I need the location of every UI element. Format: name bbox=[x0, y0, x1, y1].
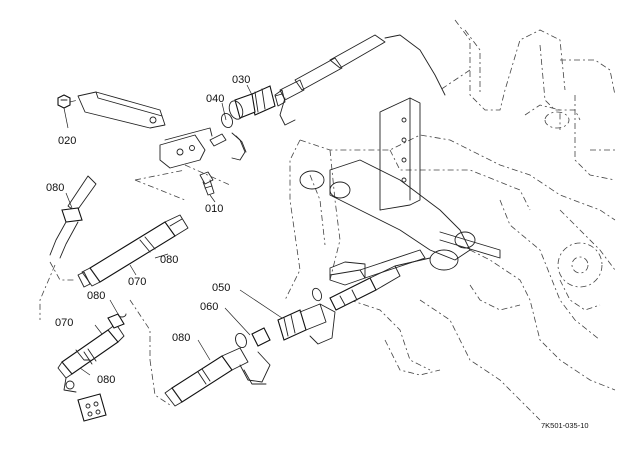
label-part-080-upper: 080 bbox=[46, 182, 64, 194]
label-part-040: 040 bbox=[206, 93, 224, 105]
clamp-080-upper bbox=[61, 207, 83, 223]
label-part-050: 050 bbox=[212, 282, 230, 294]
label-part-070-upper: 070 bbox=[128, 276, 146, 288]
label-part-080-middle: 080 bbox=[160, 254, 178, 266]
label-part-080-clip: 080 bbox=[87, 290, 105, 302]
tractor-frame bbox=[284, 19, 616, 421]
injector-upper bbox=[39, 175, 189, 320]
coupler-050 bbox=[277, 309, 307, 341]
bolt-010-head bbox=[199, 171, 214, 185]
top-hose-assembly bbox=[209, 34, 446, 161]
label-part-080-lower: 080 bbox=[172, 332, 190, 344]
mounting-plate bbox=[57, 91, 231, 201]
diagram-code: 7K501-035-10 bbox=[541, 421, 589, 430]
label-part-030: 030 bbox=[232, 74, 250, 86]
nut-020 bbox=[57, 94, 71, 109]
label-part-060: 060 bbox=[200, 301, 218, 313]
label-part-070-lower: 070 bbox=[55, 317, 73, 329]
injector-lower-left bbox=[57, 299, 151, 422]
clip-080-left bbox=[107, 313, 125, 329]
leader-lines bbox=[63, 84, 283, 376]
label-part-020: 020 bbox=[58, 135, 76, 147]
label-part-080-left: 080 bbox=[97, 374, 115, 386]
pedal-bracket bbox=[299, 97, 501, 286]
injector-lower bbox=[149, 257, 431, 407]
fitting-060 bbox=[251, 327, 271, 347]
part-labels: 020 040 030 010 080 070 080 050 060 080 … bbox=[46, 74, 589, 430]
label-part-010: 010 bbox=[205, 203, 223, 215]
